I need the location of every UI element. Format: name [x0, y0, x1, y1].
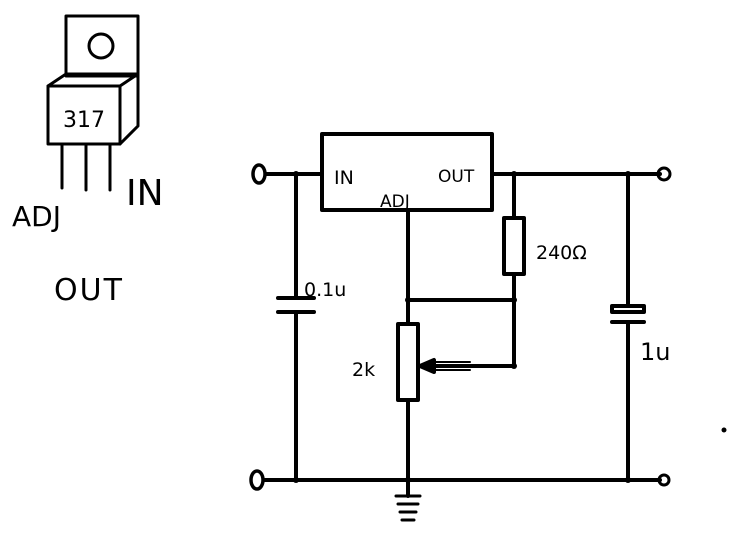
input-terminal [251, 163, 267, 185]
junction-dots [293, 171, 631, 483]
potentiometer [396, 322, 472, 402]
output-capacitor [610, 304, 646, 324]
wires [262, 172, 662, 498]
package-pin-in-label: IN [126, 173, 164, 214]
to220-package [46, 14, 140, 192]
output-terminal [656, 166, 672, 182]
regulator-adj-label: ADJ [380, 192, 410, 212]
output-cap-label: 1u [640, 338, 670, 366]
regulator-out-label: OUT [438, 167, 475, 187]
pot-label: 2k [352, 359, 375, 381]
package-side-face [118, 72, 140, 146]
ground-symbol [394, 494, 422, 522]
resistor-240 [502, 216, 526, 276]
package-pin-out-label: OUT [54, 273, 124, 308]
regulator-in-label: IN [334, 167, 354, 189]
ground-terminal-left [249, 469, 265, 491]
package-body [46, 84, 122, 146]
input-cap-label: 0.1u [304, 279, 346, 301]
input-capacitor [276, 296, 316, 314]
resistor-label: 240Ω [536, 242, 587, 264]
ground-terminal-right [657, 473, 671, 487]
package-pin-adj-label: ADJ [12, 200, 61, 233]
package-mounting-hole [87, 32, 115, 60]
package-tab [64, 14, 140, 78]
package-part-label: 317 [63, 108, 105, 133]
stray-dot [721, 427, 727, 433]
